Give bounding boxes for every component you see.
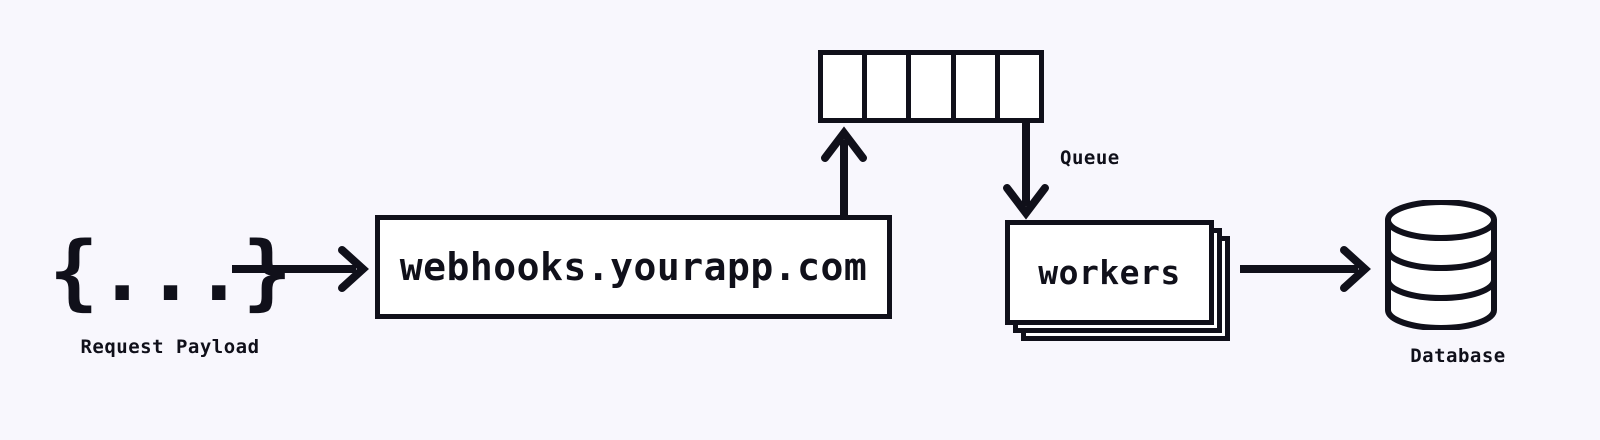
queue-cell (823, 55, 868, 118)
database-cylinder-icon[interactable] (1380, 200, 1510, 330)
request-payload-label: Request Payload (80, 336, 260, 358)
database-label: Database (1410, 345, 1506, 367)
workers-stack-layer-front[interactable]: workers (1005, 220, 1214, 325)
arrow-webhooks-to-queue-icon (821, 126, 867, 220)
queue-cell (955, 55, 1000, 118)
arrow-queue-to-workers-icon (1003, 122, 1049, 220)
arrow-payload-to-webhooks-icon (232, 246, 369, 292)
webhooks-endpoint-box[interactable]: webhooks.yourapp.com (375, 215, 892, 319)
workers-stack[interactable]: workers (1005, 220, 1231, 342)
queue-cell (867, 55, 912, 118)
queue-box[interactable] (818, 50, 1044, 123)
webhooks-endpoint-label: webhooks.yourapp.com (399, 245, 868, 289)
queue-label: Queue (1060, 147, 1120, 169)
workers-label: workers (1038, 253, 1181, 292)
queue-cell (911, 55, 956, 118)
request-payload-node: {...} Request Payload (49, 218, 292, 368)
arrow-workers-to-database-icon (1240, 246, 1371, 292)
queue-cell (999, 55, 1040, 118)
